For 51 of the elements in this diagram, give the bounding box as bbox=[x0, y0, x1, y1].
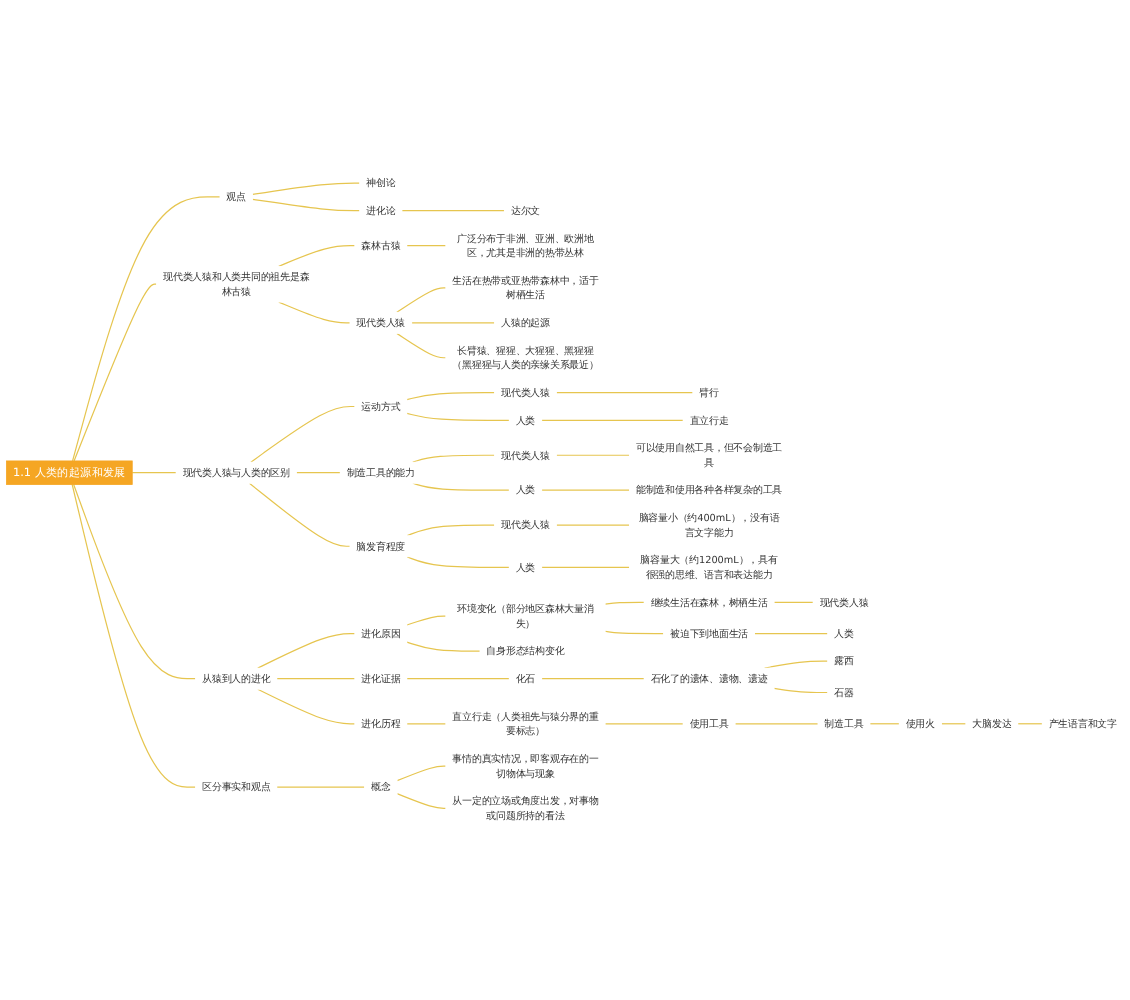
connector bbox=[541, 678, 645, 680]
connector bbox=[278, 245, 356, 268]
connector bbox=[251, 183, 361, 196]
connector bbox=[396, 333, 447, 360]
connector bbox=[73, 484, 197, 680]
connector bbox=[754, 633, 829, 635]
connector bbox=[604, 602, 645, 606]
connector bbox=[406, 616, 447, 627]
connector bbox=[541, 490, 631, 492]
connector bbox=[406, 556, 510, 569]
connector bbox=[541, 420, 684, 422]
connector bbox=[71, 484, 197, 789]
connector bbox=[406, 642, 481, 653]
connector bbox=[604, 631, 665, 635]
connector bbox=[276, 678, 356, 680]
connector bbox=[295, 472, 341, 474]
connector bbox=[73, 284, 158, 463]
connector bbox=[869, 723, 900, 726]
connector bbox=[1017, 723, 1043, 726]
connector bbox=[773, 688, 829, 694]
connector bbox=[412, 483, 510, 492]
connector bbox=[406, 723, 447, 726]
connector bbox=[406, 392, 496, 401]
connector bbox=[555, 455, 631, 457]
connector bbox=[764, 661, 829, 670]
connector bbox=[71, 196, 221, 463]
connector bbox=[940, 723, 967, 726]
connector bbox=[396, 793, 447, 810]
connector bbox=[555, 525, 631, 527]
connector bbox=[412, 455, 496, 464]
connector bbox=[278, 302, 351, 325]
connector bbox=[406, 245, 447, 247]
connector bbox=[250, 406, 356, 464]
connector bbox=[251, 199, 361, 212]
connector bbox=[555, 392, 694, 394]
connector bbox=[406, 525, 496, 537]
connector bbox=[406, 413, 510, 422]
connector bbox=[406, 678, 510, 680]
connector bbox=[248, 483, 351, 548]
connector bbox=[396, 287, 447, 314]
connector bbox=[131, 472, 177, 474]
connector bbox=[734, 723, 819, 726]
connector bbox=[257, 689, 356, 726]
connector bbox=[276, 787, 366, 789]
connector bbox=[396, 766, 447, 782]
connector bbox=[411, 322, 496, 325]
connector bbox=[773, 602, 814, 604]
connector bbox=[541, 567, 631, 569]
connector bbox=[257, 633, 356, 670]
connector bbox=[604, 723, 684, 726]
connector bbox=[401, 210, 505, 212]
